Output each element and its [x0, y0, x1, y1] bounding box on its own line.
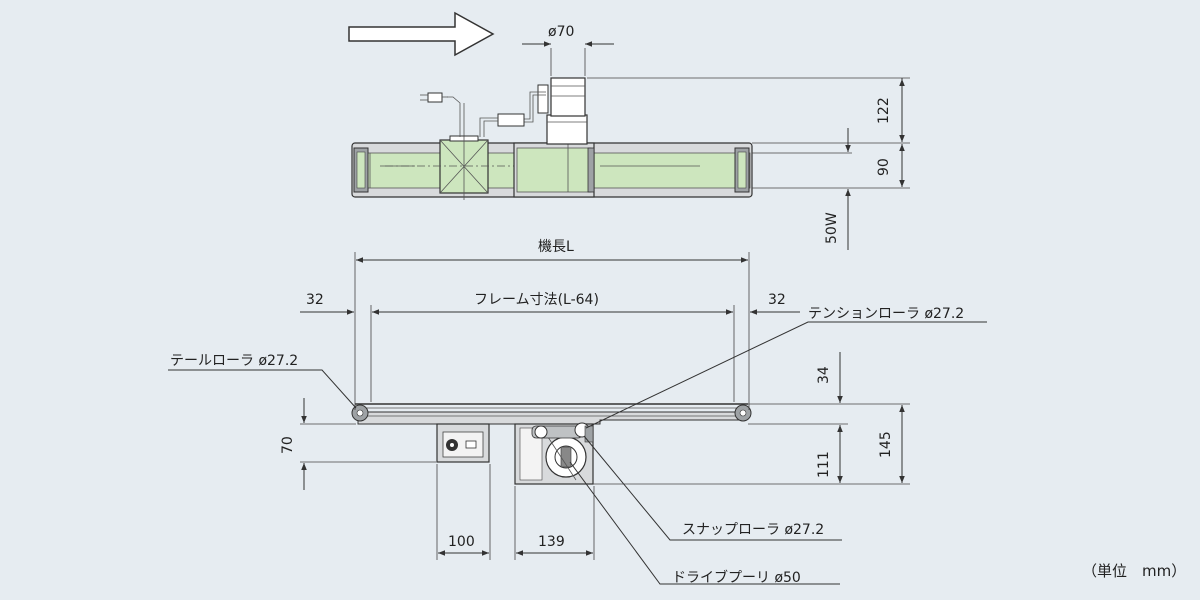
label-tail-roller: テールローラ ø27.2	[170, 353, 298, 369]
dim-belt-width: 50W	[824, 212, 840, 244]
dim-motor-height: 122	[876, 97, 892, 124]
side-view	[351, 403, 752, 485]
dim-70: 70	[280, 436, 296, 454]
top-dimensions: ø70 122 90 50W	[522, 24, 910, 250]
label-snap-roller: スナップローラ ø27.2	[682, 522, 824, 538]
side-frame	[357, 411, 746, 425]
dim-139: 139	[538, 534, 565, 550]
top-motor	[537, 77, 588, 145]
dim-34: 34	[816, 366, 832, 384]
side-control-box	[436, 423, 490, 463]
side-dimensions: 機長L フレーム寸法(L-64) 32 32 テンションローラ ø27.2 テー…	[168, 239, 987, 586]
dim-machine-length: 機長L	[538, 239, 574, 255]
dim-right-32: 32	[768, 292, 786, 308]
dim-145: 145	[878, 431, 894, 458]
power-cable	[420, 91, 546, 137]
label-drive-pulley: ドライブプーリ ø50	[672, 569, 801, 586]
side-snap-roller	[534, 425, 548, 439]
dim-111: 111	[816, 451, 832, 478]
plug-icon	[427, 92, 443, 103]
label-tension-roller: テンションローラ ø27.2	[808, 306, 964, 322]
dim-motor-diameter: ø70	[548, 24, 574, 40]
dim-frame-length: フレーム寸法(L-64)	[474, 292, 599, 308]
unit-note: （単位 mm）	[1082, 562, 1186, 580]
top-drive-housing	[513, 135, 595, 198]
dim-100: 100	[448, 534, 475, 550]
top-view	[351, 77, 753, 200]
side-drive-unit	[514, 422, 594, 485]
dim-frame-height-90: 90	[876, 158, 892, 176]
dim-left-32: 32	[306, 292, 324, 308]
direction-arrow-icon	[348, 11, 495, 57]
